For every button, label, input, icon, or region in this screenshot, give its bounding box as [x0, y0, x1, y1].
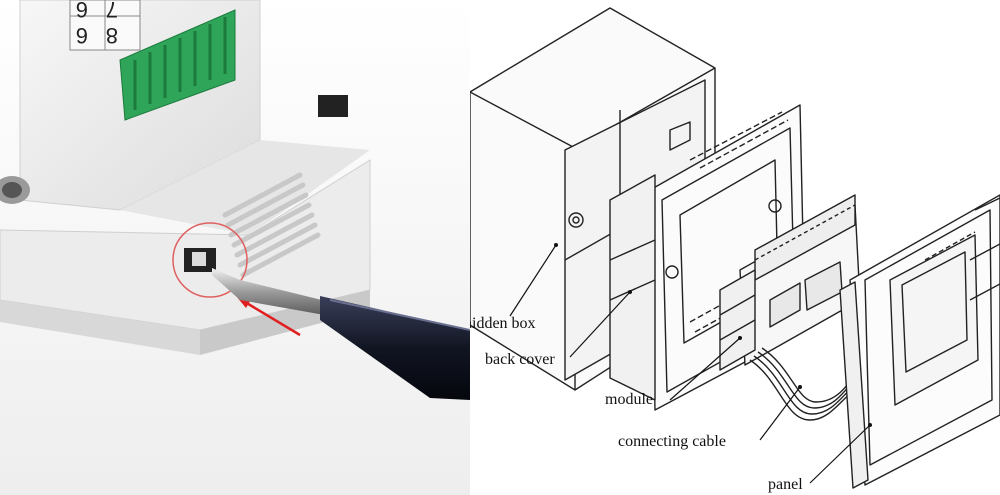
highlight-circle	[172, 222, 248, 298]
module-top-ledge	[120, 140, 370, 235]
base-edge	[0, 300, 200, 355]
module-drawing	[719, 194, 861, 371]
panel-drawing	[839, 194, 1000, 489]
red-arrow	[244, 300, 301, 337]
label-hidden-box: hidden box	[470, 315, 536, 332]
terminal-digit: 6	[76, 23, 88, 48]
product-photo: 6 8 7 6	[0, 0, 470, 495]
vent-slots	[222, 172, 321, 278]
label-module: module	[605, 391, 653, 408]
label-panel: panel	[768, 476, 803, 493]
exploded-diagram: hidden box back cover module connecting …	[470, 0, 1000, 495]
screwdriver-shaft	[212, 268, 330, 316]
terminal-digit: 6	[76, 0, 88, 22]
leader-back-cover	[569, 291, 631, 358]
label-back-cover: back cover	[485, 351, 555, 368]
leader-panel	[809, 424, 871, 484]
leader-module	[669, 337, 741, 401]
leader-hidden-box	[509, 244, 557, 317]
terminal-digit: 8	[106, 23, 118, 48]
latch-slot-top	[318, 95, 348, 117]
leader-connecting-cable	[759, 386, 801, 441]
label-connecting-cable: connecting cable	[618, 433, 726, 450]
terminal-digit: 7	[106, 0, 118, 22]
